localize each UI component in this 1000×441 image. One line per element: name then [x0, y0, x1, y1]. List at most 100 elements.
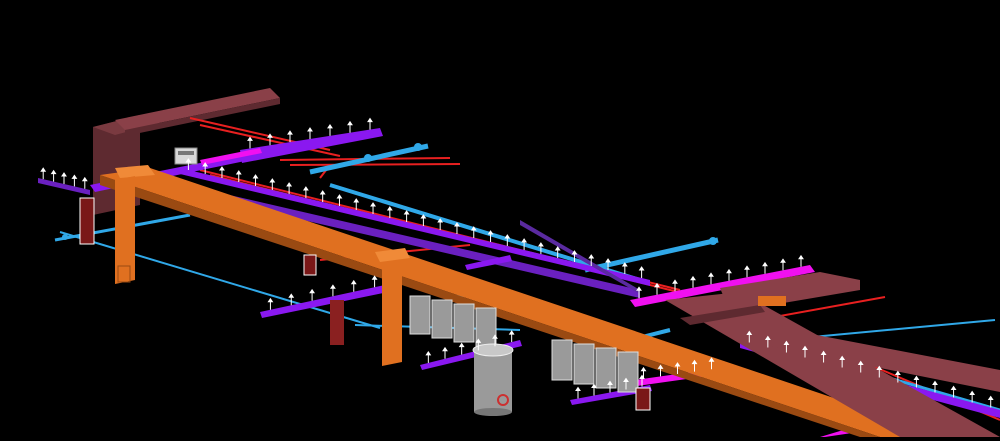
sprinkler-head-tip [40, 167, 47, 172]
sprinkler-head-tip [764, 335, 771, 340]
sprinkler-head-tip [571, 250, 578, 255]
sprinkler-head-tip [726, 268, 732, 274]
control-panel-icon[interactable] [174, 147, 198, 165]
sprinkler-head-tip [371, 275, 378, 280]
sprinkler-head-tip [327, 123, 333, 129]
sprinkler-head-tip [588, 254, 595, 259]
supply-duct-right[interactable] [665, 272, 1000, 437]
sprinkler-head-tip [319, 190, 326, 195]
sprinkler-head-tip [425, 351, 432, 356]
sprinkler-head-tip [442, 346, 448, 352]
sprinkler-head-tip [672, 279, 678, 284]
water-tank-icon[interactable] [472, 343, 514, 416]
sprinkler-head-tip [798, 254, 804, 260]
sprinkler-head-tip [309, 288, 316, 294]
sprinkler-head-tip [420, 214, 427, 219]
sprinkler-head-tip [913, 375, 920, 380]
exhaust-duct-riser-mid[interactable] [375, 248, 410, 366]
fire-riser[interactable] [330, 300, 344, 345]
sprinkler-head-tip [219, 166, 225, 171]
sprinkler-head-tip [537, 242, 544, 247]
sprinkler-head-tip [347, 120, 353, 126]
sprinkler-head-tip [492, 334, 498, 339]
sprinkler-head-tip [350, 279, 357, 285]
sprinkler-head-tip [202, 162, 209, 167]
sprinkler-head-tip [403, 210, 410, 215]
sprinkler-head-tip [780, 258, 786, 263]
sprinkler-head-tip [508, 330, 515, 335]
sprinkler-head-tip [575, 386, 581, 391]
sprinkler-head-tip [61, 172, 67, 177]
sprinkler-head-tip [267, 133, 273, 138]
sprinkler-head-tip [691, 359, 698, 365]
sprinkler-head-tip [820, 350, 827, 355]
sprinkler-head-tip [969, 390, 976, 395]
sprinkler-head-tip [674, 362, 681, 367]
sprinkler-head-tip [950, 385, 957, 390]
sprinkler-head-tip [657, 364, 664, 369]
sprinkler-head-tip [621, 262, 628, 267]
sprinkler-head-tip [987, 395, 994, 400]
sprinkler-head-tip [857, 360, 864, 365]
sprinkler-head-tip [636, 286, 642, 291]
sprinkler-head-tip [458, 342, 465, 348]
exhaust-duct-main[interactable] [100, 165, 950, 437]
sprinkler-head-tip [783, 340, 790, 345]
sprinkler-head-icon [40, 117, 994, 408]
sprinkler-head-tip [591, 383, 597, 388]
sprinkler-head-tip [744, 265, 750, 270]
sprinkler-head-tip [454, 222, 460, 227]
sprinkler-head-tip [839, 355, 846, 360]
sprinkler-head-tip [252, 174, 259, 179]
sprinkler-head-tip [288, 293, 295, 298]
sprinkler-head-tip [247, 136, 253, 141]
sprinkler-head-tip [269, 178, 276, 183]
sprinkler-head-tip [876, 365, 883, 370]
sprinkler-head-tip [932, 380, 938, 385]
equipment-row-right[interactable] [551, 339, 639, 393]
sprinkler-head-tip [690, 275, 696, 281]
sprinkler-head-tip [50, 169, 57, 175]
sprinkler-head-tip [267, 297, 274, 303]
sprinkler-head-tip [386, 206, 393, 211]
sprinkler-head-tip [185, 158, 192, 163]
sprinkler-head-tip [894, 370, 901, 375]
equipment-row-left[interactable] [409, 295, 497, 347]
fire-alarm-panels[interactable] [79, 197, 651, 411]
sprinkler-head-tip [640, 366, 647, 372]
sprinkler-head-tip [554, 246, 561, 251]
sprinkler-head-tip [605, 258, 611, 263]
sprinkler-head-tip [638, 266, 645, 271]
sprinkler-head-tip [235, 170, 242, 175]
damper [758, 296, 786, 306]
sprinkler-head-tip [287, 130, 293, 135]
sprinkler-head-tip [504, 234, 511, 239]
sprinkler-head-tip [336, 194, 343, 199]
sprinkler-head-tip [521, 238, 528, 243]
sprinkler-head-tip [470, 226, 477, 231]
access-panel [117, 265, 131, 283]
sprinkler-head-tip [329, 284, 336, 289]
sprinkler-head-tip [71, 174, 78, 179]
sprinkler-head-tip [286, 182, 293, 187]
sprinkler-head-tip [475, 338, 482, 343]
sprinkler-head-tip [762, 261, 768, 267]
sprinkler-head-tip [654, 282, 660, 288]
sprinkler-head-tip [353, 198, 360, 203]
exhaust-duct-riser-left[interactable] [115, 176, 135, 284]
sprinkler-head-tip [487, 230, 494, 235]
sprinkler-head-tip [367, 117, 373, 123]
supply-duct-top[interactable] [115, 88, 280, 136]
sprinkler-head-tip [802, 345, 808, 350]
sprinkler-head-tip [437, 218, 444, 223]
sprinkler-head-tip [708, 272, 714, 277]
sprinkler-head-tip [607, 380, 613, 385]
sprinkler-head-tip [307, 127, 313, 132]
sprinkler-head-tip [370, 202, 376, 207]
sprinkler-head-tip [708, 357, 715, 362]
sprinkler-head-tip [302, 186, 309, 191]
valve-icon[interactable] [62, 143, 717, 245]
sprinkler-head-tip [746, 330, 753, 335]
